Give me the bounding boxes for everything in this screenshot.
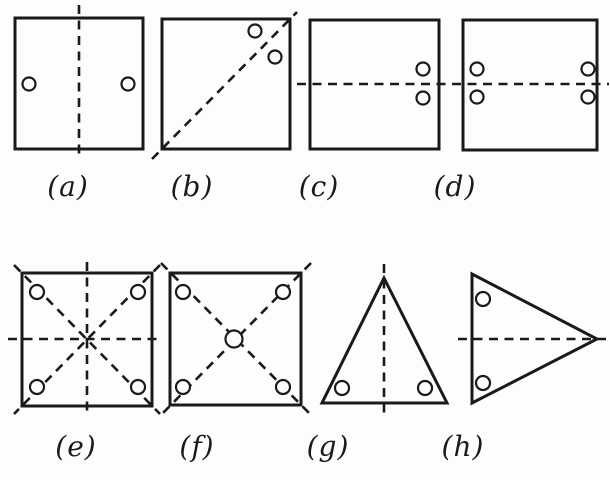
a-hole [120, 76, 136, 92]
e-hole [28, 283, 46, 301]
figure-f-label: (f) [179, 430, 215, 463]
f-outline [168, 271, 303, 407]
b-symmetry-axis [151, 11, 298, 160]
g-hole [333, 379, 351, 397]
h-hole [474, 290, 492, 308]
figure-e-drawing [8, 262, 163, 416]
f-hole [274, 378, 292, 396]
a-outline [13, 16, 145, 151]
g-outline [319, 274, 450, 405]
figure-g-drawing [319, 264, 450, 413]
d-hole [469, 89, 485, 105]
e-hole [28, 378, 46, 396]
f-hole [224, 329, 244, 349]
figure-b-drawing [151, 11, 298, 160]
b-outline [160, 17, 292, 151]
d-hole [580, 61, 596, 77]
figure-h-drawing [458, 271, 606, 406]
e-hole [129, 283, 147, 301]
a-hole [21, 76, 37, 92]
figure-c-label: (c) [298, 170, 340, 203]
figure-h-label: (h) [441, 430, 485, 463]
e-hole [129, 378, 147, 396]
figure-a-drawing [13, 5, 145, 158]
figure-d-drawing [452, 18, 609, 152]
figure-g-label: (g) [306, 430, 350, 463]
c-outline [308, 18, 441, 151]
figure-f-drawing [160, 262, 312, 416]
b-hole [267, 49, 283, 65]
figure-e-label: (e) [55, 430, 97, 463]
f-hole [174, 378, 192, 396]
h-outline [470, 271, 601, 406]
c-hole [415, 61, 431, 77]
f-hole [274, 283, 292, 301]
d-hole [580, 89, 596, 105]
figure-c-drawing [297, 18, 452, 151]
b-hole [247, 23, 263, 39]
d-outline [461, 18, 599, 152]
c-hole [415, 90, 431, 106]
d-hole [469, 61, 485, 77]
g-hole [416, 379, 434, 397]
h-hole [474, 374, 492, 392]
figure-a-label: (a) [47, 170, 89, 203]
e-outline [20, 271, 154, 408]
figure-b-label: (b) [170, 170, 214, 203]
figure-d-label: (d) [433, 170, 477, 203]
f-hole [174, 283, 192, 301]
